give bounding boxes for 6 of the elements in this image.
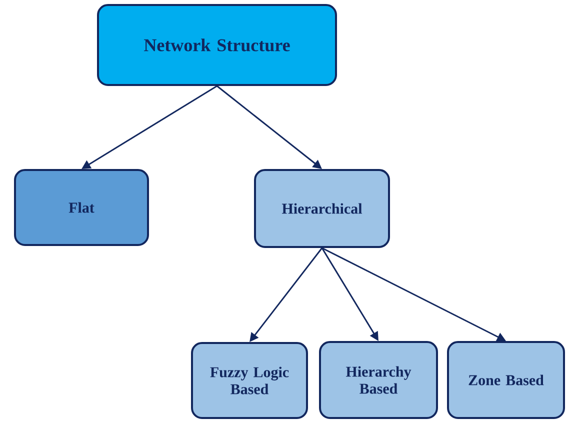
process-box: Hierarchical (254, 169, 390, 248)
process-box: Hierarchy Based (319, 341, 438, 419)
process-box: Network Structure (97, 4, 337, 86)
process-box: Zone Based (447, 341, 565, 419)
process-box: Flat (14, 169, 149, 246)
process-box: Fuzzy Logic Based (191, 342, 308, 419)
